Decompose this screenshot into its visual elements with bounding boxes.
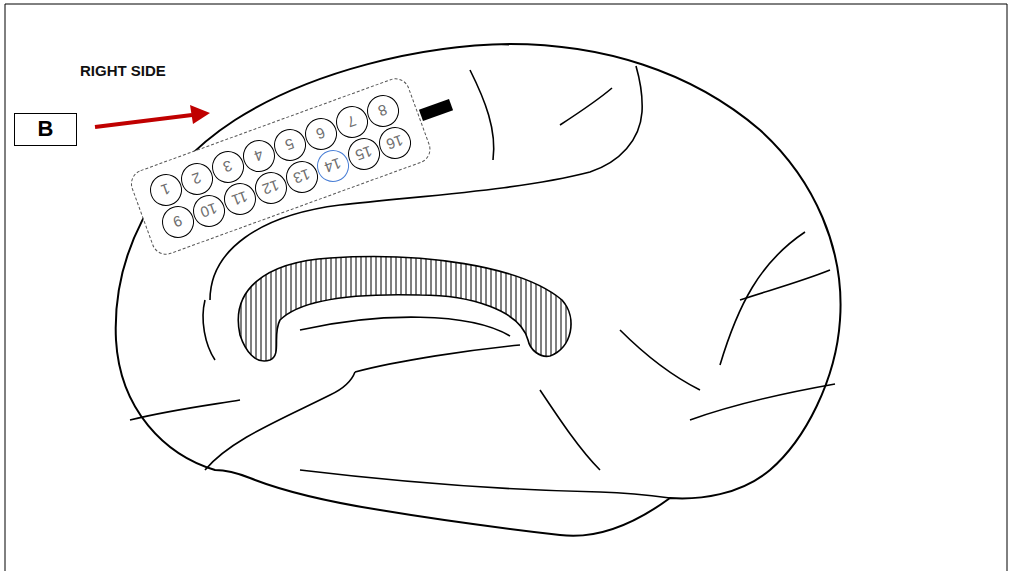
contact-number: 14 bbox=[322, 155, 343, 177]
contact-number: 13 bbox=[291, 166, 312, 188]
contact-number: 12 bbox=[260, 177, 281, 199]
contact-number: 5 bbox=[284, 135, 298, 154]
contact-number: 1 bbox=[160, 181, 174, 200]
panel-letter-box: B bbox=[14, 113, 77, 146]
arrow-shaft bbox=[95, 115, 192, 127]
contact-number: 3 bbox=[222, 158, 236, 177]
contact-number: 10 bbox=[198, 200, 219, 222]
lead-block bbox=[419, 99, 453, 121]
contact-number: 9 bbox=[171, 213, 185, 232]
contact-number: 6 bbox=[315, 124, 329, 143]
arrow-head bbox=[190, 105, 210, 124]
electrode-lead bbox=[419, 99, 453, 121]
contact-number: 11 bbox=[230, 189, 250, 210]
pointer-arrow bbox=[95, 105, 210, 127]
contact-number: 4 bbox=[253, 147, 267, 166]
sulci bbox=[130, 66, 835, 498]
side-heading: RIGHT SIDE bbox=[80, 62, 166, 79]
contact-number: 15 bbox=[353, 143, 374, 165]
panel-letter: B bbox=[38, 116, 54, 142]
contact-number: 8 bbox=[377, 102, 391, 121]
corpus-callosum bbox=[238, 257, 571, 361]
contact-number: 2 bbox=[191, 169, 205, 188]
contact-number: 7 bbox=[346, 113, 360, 132]
contact-number: 16 bbox=[384, 132, 405, 154]
electrode-strip bbox=[128, 75, 434, 258]
strip-outline bbox=[128, 75, 434, 258]
frame bbox=[5, 4, 1007, 571]
brain-outline bbox=[116, 44, 841, 536]
